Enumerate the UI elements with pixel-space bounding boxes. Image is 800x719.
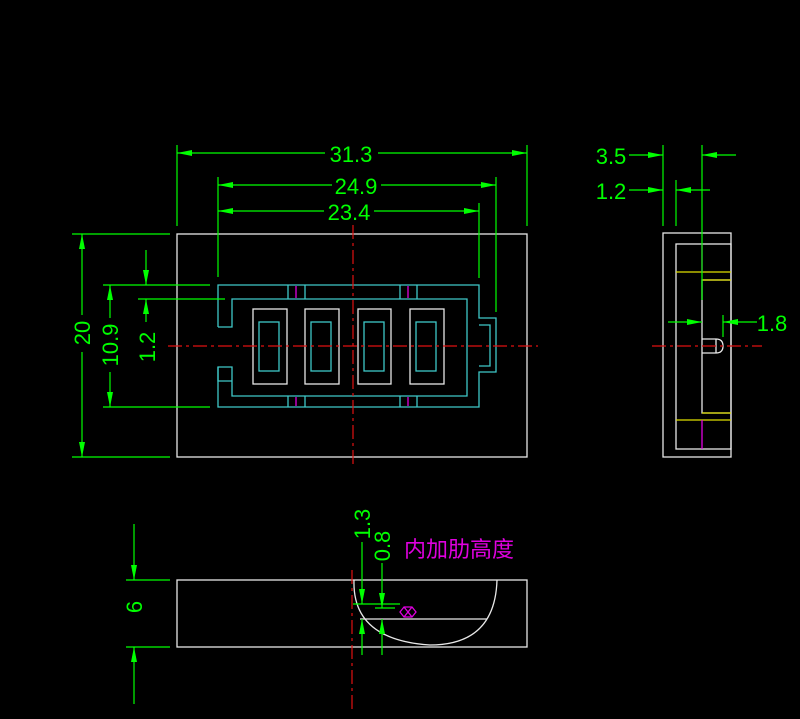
side-outline (662, 232, 732, 458)
frame-ribs (287, 285, 418, 407)
svg-text:20: 20 (70, 321, 95, 345)
svg-text:1.8: 1.8 (757, 311, 788, 336)
svg-text:24.9: 24.9 (335, 174, 378, 199)
dim-1-2-side: 1.2 (596, 179, 710, 226)
dim-0-8: 0.8 (370, 531, 395, 655)
dim-1-8: 1.8 (668, 311, 787, 337)
bottom-view: 6 1.3 0.8 内加肋高度 (122, 509, 528, 709)
front-view: 31.3 24.9 23.4 20 10.9 (70, 142, 538, 468)
svg-text:31.3: 31.3 (330, 142, 373, 167)
svg-text:23.4: 23.4 (328, 200, 371, 225)
rib-height-note: 内加肋高度 (404, 538, 514, 563)
svg-text:1.2: 1.2 (596, 179, 627, 204)
dim-3-5: 3.5 (596, 144, 736, 300)
dim-1-3: 1.3 (350, 509, 400, 655)
cell-3 (357, 308, 392, 385)
dim-24-9: 24.9 (217, 174, 497, 312)
battery-frame-inner (217, 298, 491, 397)
side-view: 3.5 1.2 1.8 (596, 144, 787, 458)
dim-31-3: 31.3 (176, 142, 528, 226)
svg-text:1.2: 1.2 (135, 332, 160, 363)
dim-23-4: 23.4 (218, 200, 480, 278)
svg-text:6: 6 (122, 601, 147, 613)
dim-10-9: 10.9 (98, 284, 210, 408)
battery-frame-outer (217, 284, 497, 408)
dim-20: 20 (70, 233, 170, 458)
svg-text:3.5: 3.5 (596, 144, 627, 169)
svg-text:1.3: 1.3 (350, 509, 375, 540)
svg-text:10.9: 10.9 (98, 324, 123, 367)
weld-symbol-icon (399, 606, 417, 618)
svg-text:0.8: 0.8 (370, 531, 395, 562)
dim-1-2: 1.2 (135, 250, 225, 362)
rib-curve (353, 579, 498, 646)
dim-6: 6 (122, 524, 170, 704)
